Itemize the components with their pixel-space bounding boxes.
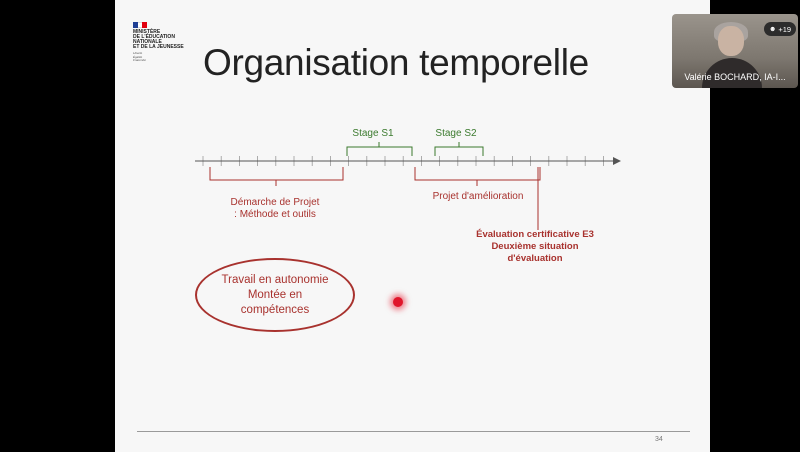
page-number: 34 bbox=[655, 436, 663, 443]
stage-s2-label: Stage S2 bbox=[435, 128, 477, 139]
projet-bracket bbox=[414, 167, 541, 181]
participant-name: Valérie BOCHARD, IA-I... bbox=[684, 72, 786, 82]
demarche-bracket bbox=[209, 167, 344, 181]
projet-amelioration-label: Projet d'amélioration bbox=[432, 191, 524, 202]
logo-text: MINISTÈRE DE L'ÉDUCATION NATIONALE ET DE… bbox=[133, 29, 184, 50]
stage-s1-bracket bbox=[346, 146, 413, 156]
participant-count: +19 bbox=[778, 24, 792, 34]
timeline-arrow bbox=[613, 157, 621, 165]
logo-motto: Liberté Égalité Fraternité bbox=[133, 51, 146, 62]
participant-face bbox=[718, 26, 744, 56]
participant-count-badge[interactable]: ☻ +19 bbox=[764, 22, 796, 36]
footer-divider bbox=[137, 431, 690, 432]
autonomy-ellipse: Travail en autonomie Montée en compétenc… bbox=[195, 258, 355, 332]
timeline bbox=[195, 142, 621, 230]
stage-s1-label: Stage S1 bbox=[352, 128, 394, 139]
presentation-slide: MINISTÈRE DE L'ÉDUCATION NATIONALE ET DE… bbox=[115, 0, 710, 452]
slide-title: Organisation temporelle bbox=[203, 42, 589, 83]
stage-s2-bracket bbox=[434, 146, 484, 156]
participant-video-tile[interactable]: ☻ +19 Valérie BOCHARD, IA-I... bbox=[672, 14, 798, 88]
ministry-logo: MINISTÈRE DE L'ÉDUCATION NATIONALE ET DE… bbox=[133, 22, 184, 63]
laser-pointer-icon bbox=[393, 297, 403, 307]
evaluation-label: Évaluation certificative E3 Deuxième sit… bbox=[476, 229, 594, 264]
person-icon: ☻ bbox=[768, 25, 777, 33]
flag-icon bbox=[133, 22, 148, 28]
demarche-label: Démarche de Projet : Méthode et outils bbox=[230, 197, 320, 220]
